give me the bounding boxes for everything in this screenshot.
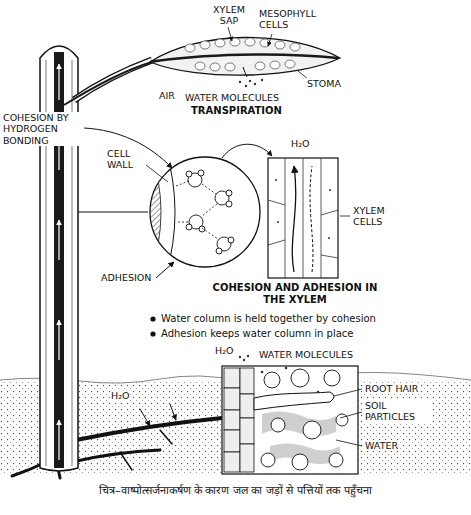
process-label: ADHESION — [100, 272, 152, 283]
part-label: STOMA — [306, 78, 342, 89]
note-text: Water column is held together by cohesio… — [160, 313, 377, 325]
part-label: WATER MOLECULES — [258, 349, 354, 360]
root-hair-inset — [222, 355, 362, 474]
process-label: COHESION BY HYDROGEN BONDING — [2, 112, 84, 146]
part-label: SOIL PARTICLES — [364, 400, 432, 423]
part-label: ROOT HAIR — [364, 383, 419, 394]
formula-label: H₂O — [110, 390, 130, 401]
part-label: CELL WALL — [106, 148, 146, 171]
part-label: XYLEM CELLS — [352, 205, 400, 228]
note-text: Adhesion keeps water column in place — [160, 328, 354, 340]
stem — [40, 46, 78, 471]
xylem-cells — [268, 158, 350, 278]
formula-label: H₂O — [290, 138, 310, 149]
part-label: AIR — [158, 90, 176, 101]
part-label: MESOPHYLL CELLS — [258, 8, 332, 31]
figure-caption: चित्र–वाष्पोत्सर्जनाकर्षण के कारण जल का … — [4, 484, 467, 498]
part-label: XYLEM SAP — [206, 4, 252, 27]
bullets — [150, 316, 155, 336]
formula-label: H₂O — [214, 345, 234, 356]
process-label: TRANSPIRATION — [190, 105, 283, 117]
inset-heading: COHESION AND ADHESION IN THE XYLEM — [208, 282, 382, 306]
part-label: WATER — [364, 440, 399, 451]
leaf — [64, 27, 340, 105]
magnified-circle — [78, 144, 272, 278]
part-label: WATER MOLECULES — [184, 92, 280, 103]
